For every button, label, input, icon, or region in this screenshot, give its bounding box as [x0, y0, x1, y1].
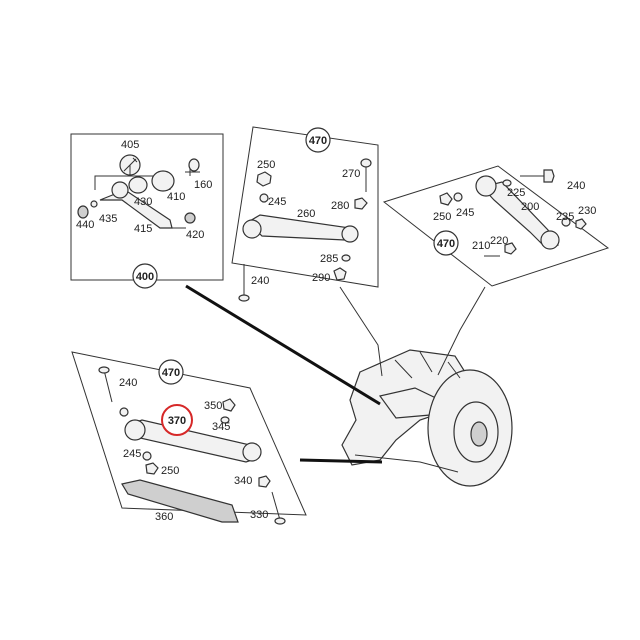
callout-400-label: 400: [136, 271, 154, 283]
part-label: 330: [250, 509, 268, 521]
part-label: 290: [312, 272, 330, 284]
part-label: 260: [297, 208, 315, 220]
panel-400: [70, 133, 224, 281]
callout-470-right: 470: [433, 230, 459, 256]
callout-370-label: 370: [168, 415, 186, 427]
callout-470-bottom: 470: [158, 359, 184, 385]
part-label: 415: [134, 223, 152, 235]
part-label: 250: [257, 159, 275, 171]
callout-470-right-label: 470: [437, 238, 455, 250]
part-label: 285: [320, 253, 338, 265]
callout-470-top: 470: [305, 127, 331, 153]
part-label: 430: [134, 196, 152, 208]
part-label: 360: [155, 511, 173, 523]
part-label: 200: [521, 201, 539, 213]
panel-470-bottom: [71, 351, 307, 525]
part-label: 410: [167, 191, 185, 203]
part-label: 245: [123, 448, 141, 460]
part-label: 405: [121, 139, 139, 151]
callout-470-top-label: 470: [309, 135, 327, 147]
part-label: 340: [234, 475, 252, 487]
part-label: 235: [556, 211, 574, 223]
part-label: 280: [331, 200, 349, 212]
panel-470-right: [382, 165, 610, 287]
part-labels: 405 160 430 410 440 435 415 420 250 270 …: [76, 139, 596, 523]
part-label: 230: [578, 205, 596, 217]
part-label: 250: [433, 211, 451, 223]
part-label: 240: [119, 377, 137, 389]
part-label: 245: [456, 207, 474, 219]
part-label: 210: [472, 240, 490, 252]
part-label: 220: [490, 235, 508, 247]
part-label: 420: [186, 229, 204, 241]
callout-370-highlight[interactable]: 370: [161, 404, 193, 436]
panel-470-top: [231, 126, 379, 302]
part-label: 240: [567, 180, 585, 192]
callout-470-bottom-label: 470: [162, 367, 180, 379]
part-label: 250: [161, 465, 179, 477]
part-label: 345: [212, 421, 230, 433]
part-label: 160: [194, 179, 212, 191]
part-label: 240: [251, 275, 269, 287]
knuckle-assembly: [341, 349, 513, 487]
part-label: 350: [204, 400, 222, 412]
part-label: 245: [268, 196, 286, 208]
leader-lines: [185, 284, 486, 464]
part-label: 440: [76, 219, 94, 231]
part-label: 225: [507, 187, 525, 199]
part-label: 435: [99, 213, 117, 225]
part-label: 270: [342, 168, 360, 180]
callout-400: 400: [132, 263, 158, 289]
